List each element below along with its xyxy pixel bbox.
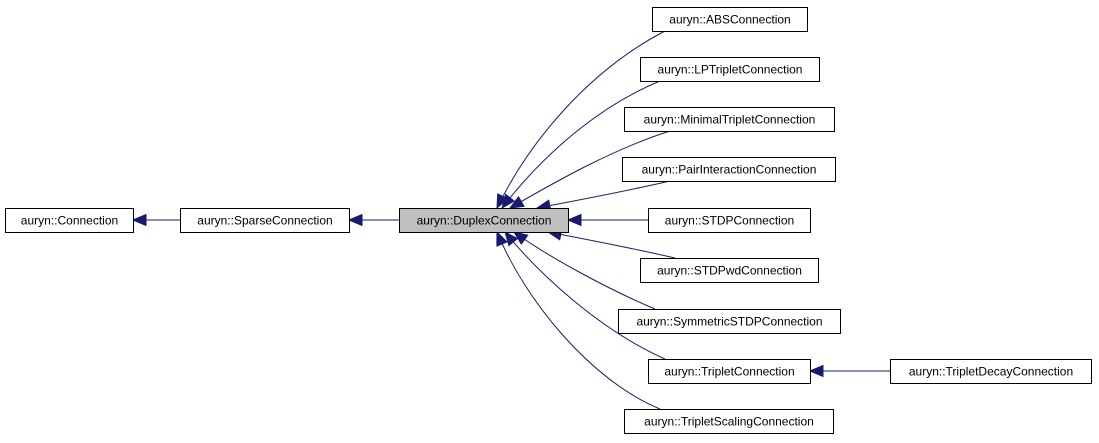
class-node-label: auryn::Connection: [21, 214, 118, 228]
edge-tripletscaling-to-duplex: [496, 230, 661, 410]
class-node-box[interactable]: [180, 208, 350, 233]
arrowhead-icon: [347, 213, 363, 227]
class-node-box[interactable]: [5, 208, 134, 233]
edge-triplet-to-duplex: [504, 231, 666, 360]
edge-stdp-to-duplex: [566, 213, 648, 227]
class-node-minimaltriplet[interactable]: auryn::MinimalTripletConnection: [624, 107, 835, 132]
class-node-box[interactable]: [640, 57, 820, 82]
class-node-symmetricstdp[interactable]: auryn::SymmetricSTDPConnection: [618, 309, 841, 334]
class-node-label: auryn::TripletDecayConnection: [909, 365, 1073, 379]
edge-line: [501, 80, 661, 209]
class-node-triplet[interactable]: auryn::TripletConnection: [648, 359, 811, 384]
arrowhead-icon: [808, 364, 824, 378]
class-node-box[interactable]: [622, 157, 836, 182]
arrowhead-icon: [496, 230, 508, 247]
edge-lptriplet-to-duplex: [501, 80, 661, 210]
class-node-pairinteraction[interactable]: auryn::PairInteractionConnection: [622, 157, 836, 182]
edge-line: [496, 30, 666, 209]
class-node-label: auryn::STDPwdConnection: [657, 264, 802, 278]
class-node-tripletdecay[interactable]: auryn::TripletDecayConnection: [890, 359, 1092, 384]
edge-line: [547, 231, 676, 259]
class-node-lptriplet[interactable]: auryn::LPTripletConnection: [640, 57, 820, 82]
edge-sparse-to-connection: [131, 213, 180, 227]
edge-line: [496, 231, 661, 410]
class-node-box[interactable]: [624, 409, 834, 434]
edge-duplex-to-sparse: [347, 213, 399, 227]
class-node-sparse[interactable]: auryn::SparseConnection: [180, 208, 350, 233]
class-node-box[interactable]: [618, 309, 841, 334]
class-node-box[interactable]: [640, 258, 819, 283]
edge-tripletdecay-to-triplet: [808, 364, 890, 378]
edges-layer: [131, 30, 890, 410]
edge-line: [504, 231, 666, 360]
class-node-label: auryn::SparseConnection: [197, 214, 332, 228]
arrowhead-icon: [131, 213, 147, 227]
arrowhead-icon: [512, 231, 529, 245]
class-node-box[interactable]: [399, 208, 569, 233]
class-node-box[interactable]: [890, 359, 1092, 384]
class-node-box[interactable]: [624, 107, 835, 132]
class-node-label: auryn::STDPConnection: [665, 214, 794, 228]
class-node-label: auryn::TripletScalingConnection: [644, 415, 814, 429]
arrowhead-icon: [501, 193, 516, 210]
arrowhead-icon: [508, 195, 525, 209]
edge-minimaltriplet-to-duplex: [508, 130, 671, 209]
edge-line: [536, 180, 671, 209]
nodes-layer: auryn::Connection auryn::SparseConnection…: [5, 7, 1092, 434]
class-node-label: auryn::LPTripletConnection: [658, 63, 803, 77]
class-node-tripletscaling[interactable]: auryn::TripletScalingConnection: [624, 409, 834, 434]
class-node-connection[interactable]: auryn::Connection: [5, 208, 134, 233]
class-node-box[interactable]: [648, 208, 811, 233]
class-node-duplex[interactable]: auryn::DuplexConnection: [399, 208, 569, 233]
class-node-label: auryn::SymmetricSTDPConnection: [636, 315, 822, 329]
edge-line: [509, 130, 671, 209]
arrowhead-icon: [504, 231, 519, 247]
class-node-stdppwd[interactable]: auryn::STDPwdConnection: [640, 258, 819, 283]
class-node-box[interactable]: [652, 7, 808, 32]
edge-pairinteraction-to-duplex: [535, 180, 671, 212]
edge-line: [513, 231, 656, 310]
edge-symmetricstdp-to-duplex: [512, 231, 656, 310]
class-node-abs[interactable]: auryn::ABSConnection: [652, 7, 808, 32]
edge-stdppwd-to-duplex: [546, 228, 676, 259]
arrowhead-icon: [566, 213, 582, 227]
class-node-label: auryn::MinimalTripletConnection: [644, 113, 816, 127]
class-node-label: auryn::TripletConnection: [664, 365, 794, 379]
class-node-label: auryn::DuplexConnection: [417, 214, 552, 228]
class-node-label: auryn::PairInteractionConnection: [642, 163, 817, 177]
class-node-label: auryn::ABSConnection: [669, 13, 790, 27]
class-node-stdp[interactable]: auryn::STDPConnection: [648, 208, 811, 233]
class-node-box[interactable]: [648, 359, 811, 384]
